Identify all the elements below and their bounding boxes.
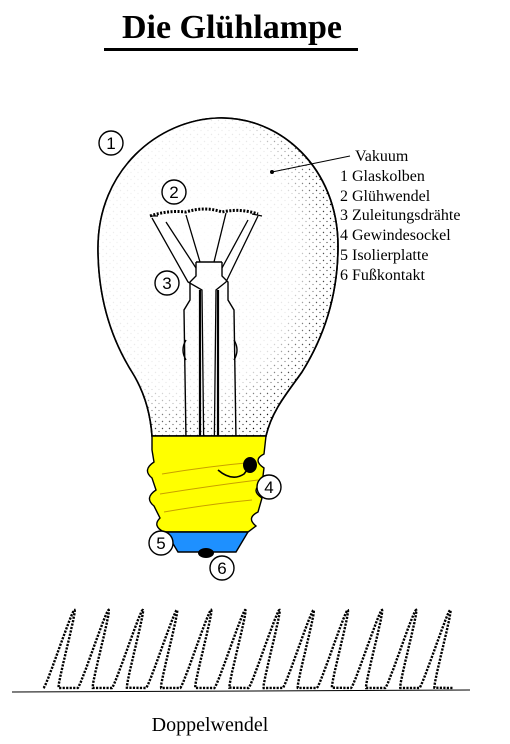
coil-wire [42,608,454,690]
coil-baseline [11,689,471,693]
legend-item-1: 1 Glaskolben [340,167,425,185]
callout-1-label: 1 [106,134,115,153]
callout-1: 1 [98,130,124,156]
insulator-plate [164,531,250,553]
legend-item-6: 6 Fußkontakt [340,266,425,284]
glass-stem [182,261,238,441]
callout-4: 4 [256,474,282,500]
callout-6-label: 6 [217,559,226,578]
callout-6: 6 [209,555,235,581]
callout-3-label: 3 [162,274,171,293]
screw-socket [146,435,267,533]
legend-item-4: 4 Gewindesockel [340,227,451,245]
vacuum-dot [270,170,274,174]
legend: Vakuum 1 Glaskolben 2 Glühwendel 3 Zulei… [340,147,460,286]
filament [149,207,263,218]
double-coil [42,608,454,690]
callout-5: 5 [148,530,174,556]
legend-item-2: 2 Glühwendel [340,187,431,205]
legend-vacuum: Vakuum [355,148,409,165]
callout-2: 2 [161,179,187,205]
legend-item-5: 5 Isolierplatte [340,246,429,264]
foot-contact [198,548,214,558]
legend-item-3: 3 Zuleitungsdrähte [340,207,461,225]
callout-3: 3 [154,270,180,296]
callout-5-label: 5 [156,534,165,553]
callout-4-label: 4 [264,478,273,497]
glass-bulb [97,117,339,437]
title-underline [104,48,358,51]
vacuum-pointer [271,155,351,173]
callout-2-label: 2 [169,183,178,202]
coil-caption: Doppelwendel [151,714,269,736]
page-title: Die Glühlampe [121,9,343,46]
